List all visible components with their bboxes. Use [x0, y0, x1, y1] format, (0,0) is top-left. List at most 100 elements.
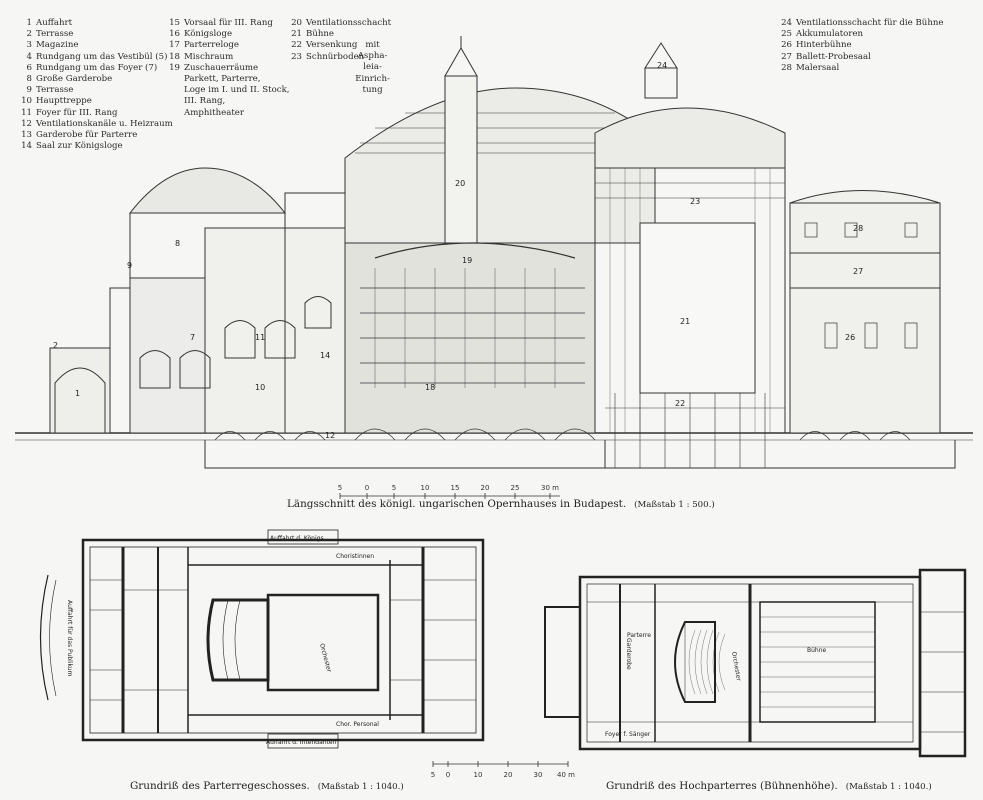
legend-number: 18 [169, 51, 180, 62]
legend-entry: 8 Große Garderobe [18, 74, 173, 85]
legend-text: Saal zur Königsloge [36, 141, 123, 152]
legend-number: 8 [26, 74, 32, 85]
section-label-24: 24 [657, 61, 667, 70]
plan-scale-tick: 0 [446, 771, 450, 779]
legend-entry: 14 Saal zur Königsloge [18, 141, 173, 152]
legend-number: 20 [291, 18, 302, 28]
legend-number: 12 [21, 118, 32, 129]
plan-label-publikum: Auffahrt für das Publikum [66, 600, 73, 677]
section-caption: Längsschnitt des königl. ungarischen Ope… [287, 498, 715, 510]
plan-scale-tick: 20 [504, 771, 513, 779]
section-label-23: 23 [690, 197, 700, 206]
legend-text: Garderobe für Parterre [36, 130, 138, 141]
legend-text: Versenkung [306, 40, 358, 51]
legend-entry: 11 Foyer für III. Rang [18, 108, 173, 119]
section-label-14: 14 [320, 351, 330, 360]
legend-number: 9 [26, 85, 32, 96]
plan-scale-tick: 30 [534, 771, 543, 779]
legend-number: 26 [781, 40, 792, 51]
legend-text: Rundgang um das Foyer (7) [36, 62, 158, 73]
legend-number: 24 [781, 18, 792, 28]
plan-label-intendanten: Auffahrt d. Intendanten [266, 739, 337, 746]
legend-number: 25 [781, 29, 792, 40]
section-label-18: 18 [425, 383, 435, 392]
legend-number: 23 [291, 51, 302, 62]
section-label-27: 27 [853, 267, 863, 276]
section-scale-tick: 30 m [541, 484, 559, 492]
legend-text: Foyer für III. Rang [36, 107, 118, 118]
legend-text: Bühne [306, 29, 335, 40]
section-scale-tick: 15 [451, 484, 460, 492]
legend-entry: 17 Parterreloge [166, 40, 290, 51]
section-scale-tick: 5 [392, 484, 396, 492]
section-label-28: 28 [853, 224, 863, 233]
legend-text: Ventilationsschacht [306, 18, 392, 28]
section-scale-tick: 10 [421, 484, 430, 492]
legend-number: 15 [169, 18, 180, 28]
legend-entry: 13 Garderobe für Parterre [18, 130, 173, 141]
legend-text: Terrasse [36, 85, 74, 96]
legend-note-line: leia-Einrich- [355, 62, 390, 84]
legend-number: 11 [21, 107, 32, 118]
legend-text: Rundgang um das Vestibül (5) [36, 51, 168, 62]
legend-column-3: 20 Ventilationsschacht 21 Bühne 22 Versenkung… [288, 18, 392, 95]
plan-scale-tick: 40 m [557, 771, 575, 779]
section-label-26: 26 [845, 333, 855, 342]
longitudinal-section-drawing: 1 2 9 8 7 11 10 14 12 18 19 20 23 21 22 … [15, 36, 973, 469]
legend-entry: 4 Rundgang um das Vestibül (5) [18, 52, 173, 63]
section-scale-tick: 0 [365, 484, 369, 492]
legend-entry: 26 Hinterbühne [778, 40, 943, 51]
legend-number: 19 [169, 62, 180, 73]
section-label-7: 7 [190, 333, 195, 342]
legend-entry: 28 Malersaal [778, 63, 943, 74]
legend-number: 6 [26, 62, 32, 73]
legend-text: Vorsaal für III. Rang [184, 18, 273, 28]
legend-number: 28 [781, 62, 792, 73]
legend-number: 21 [291, 29, 302, 40]
plan-right-caption: Grundriß des Hochparterres (Bühnenhöhe).… [606, 780, 932, 792]
legend-entry: 9 Terrasse [18, 85, 173, 96]
section-scale-tick: 5 [338, 484, 342, 492]
stage-level-plan: Orchester Bühne Garderobe Parterre Foyer… [544, 568, 967, 758]
legend-number: 2 [26, 29, 32, 40]
legend-text: Königsloge [184, 29, 233, 40]
legend-text: Parterreloge [184, 40, 239, 51]
section-scalebar: 5 0 5 10 15 20 25 30 m [338, 484, 560, 499]
section-caption-text: Längsschnitt des königl. ungarischen Ope… [287, 498, 627, 510]
plan-scale-tick: 5 [431, 771, 435, 779]
legend-number: 13 [21, 130, 32, 141]
section-label-2: 2 [53, 341, 58, 350]
legend-entry: 18 Mischraum [166, 52, 290, 63]
legend-text: Große Garderobe [36, 74, 113, 85]
ground-floor-plan: Auffahrt d. Königs Choristinnen Orcheste… [39, 529, 485, 749]
legend-number: 4 [26, 51, 32, 62]
legend-entry: 19 Zuschauerräume [166, 63, 290, 74]
legend-note-line: mit Aspha- [357, 40, 388, 62]
legend-entry: 22 Versenkung [288, 40, 391, 51]
section-scale-tick: 25 [511, 484, 520, 492]
legend-text: Zuschauerräume [184, 62, 259, 73]
plan-right-caption-text: Grundriß des Hochparterres (Bühnenhöhe). [606, 780, 838, 792]
section-label-8: 8 [175, 239, 180, 248]
legend-number: 17 [169, 40, 180, 51]
legend-text: Hinterbühne [796, 40, 852, 51]
legend-text: Ballett-Probesaal [796, 51, 871, 62]
plan-label-orchester: Orchester [318, 643, 333, 674]
legend-number: 22 [291, 40, 302, 51]
legend-text: Malersaal [796, 62, 840, 73]
plan-label-foyer-saenger: Foyer f. Sänger [605, 731, 651, 738]
legend-entry: 15 Vorsaal für III. Rang [166, 18, 290, 29]
plan-label-orchester-right: Orchester [730, 651, 742, 682]
legend-number: 14 [21, 141, 32, 152]
legend-number: 27 [781, 51, 792, 62]
legend-text: Mischraum [184, 51, 234, 62]
plan-left-scale-note: (Maßstab 1 : 1040.) [317, 782, 404, 792]
plan-label-parterre: Parterre [627, 632, 651, 639]
plan-right-scale-note: (Maßstab 1 : 1040.) [845, 782, 932, 792]
legend-continuation: III. Rang, [184, 96, 226, 107]
